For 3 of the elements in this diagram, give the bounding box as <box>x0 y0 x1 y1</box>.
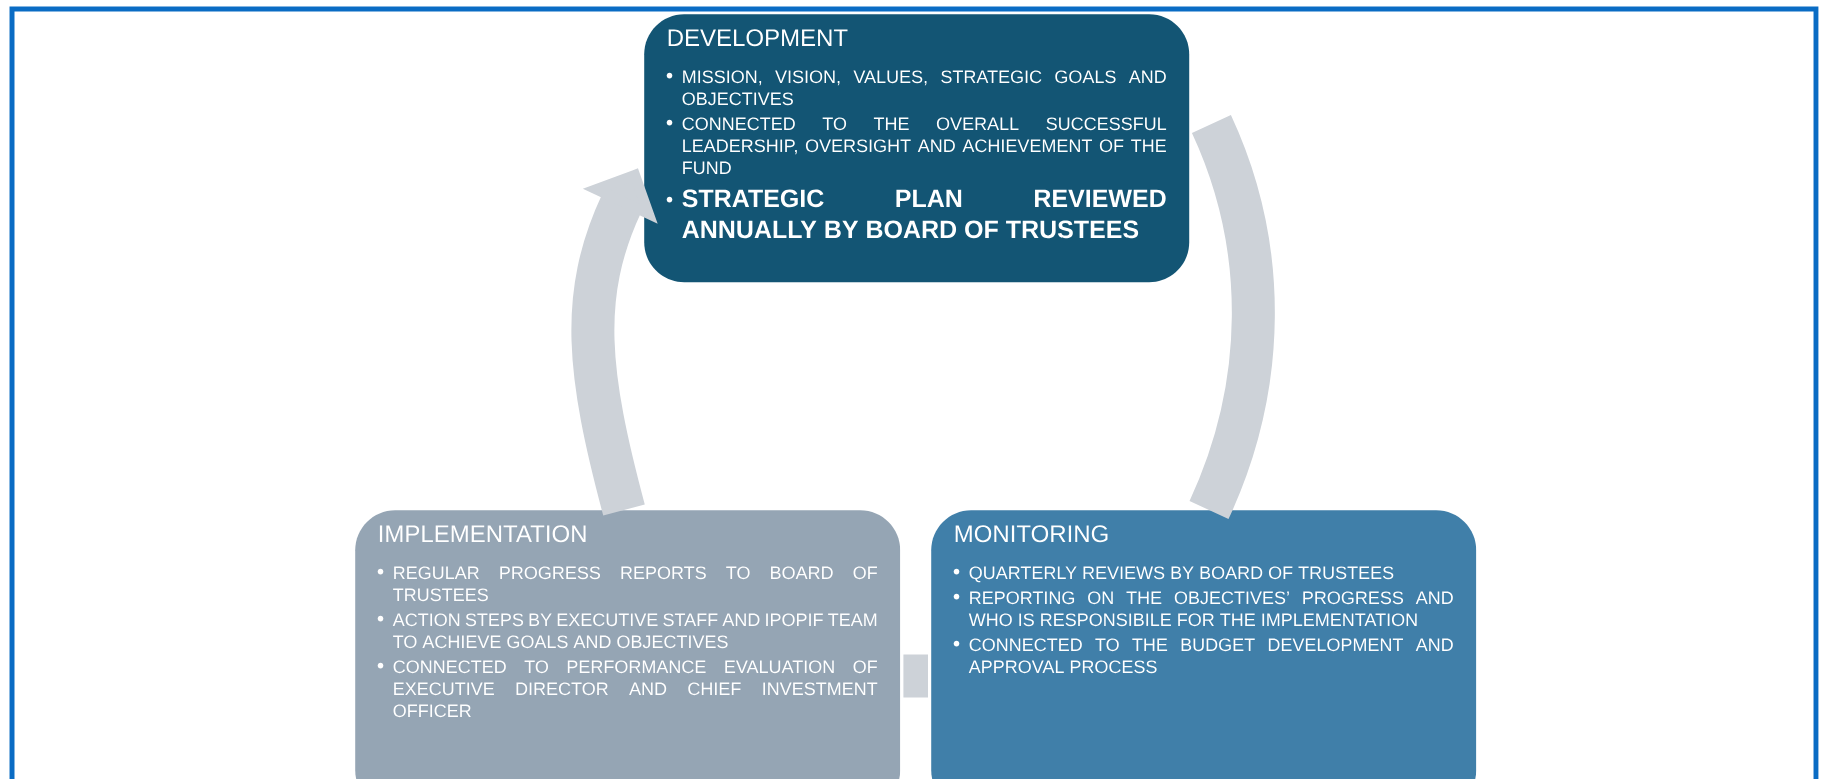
process-box: IMPLEMENTATION REGULAR PROGRESS REPORTS TO BOARD OF TRUSTEES ACTION STEPS BY EXECUTIVE STAFF AND IPOPIF TEAM TO ACHIEVE GOALS AND OBJECTIVES CONNECTED TO PERFORMANCE EVALUATION OF EXECUTIVE DIRECTOR AND CHIEF INVESTMENT OFFICER <box>355 510 901 779</box>
process-box: MONITORING QUARTERLY REVIEWS BY BOARD OF TRUSTEES REPORTING ON THE OBJECTIVES’ PROGRESS AND WHO IS RESPONSIBILE FOR THE IMPLEMENTATION CONNECTED TO THE BUDGET DEVELOPMENT AND APPROVAL PROCESS <box>931 510 1477 779</box>
process-box: DEVELOPMENT MISSION, VISION, VALUES, STRATEGIC GOALS AND OBJECTIVES CONNECTED TO THE OVERALL SUCCESSFUL LEADERSHIP, OVERSIGHT AND ACHIEVEMENT OF THE FUND STRATEGIC PLAN REVIEWED ANNUALLY BY BOARD OF TRUSTEES <box>644 14 1190 283</box>
